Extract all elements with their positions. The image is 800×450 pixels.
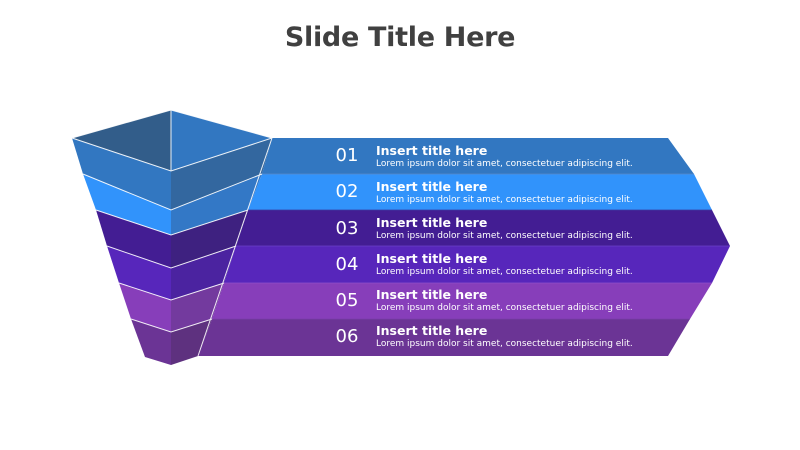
item-title: Insert title here bbox=[376, 323, 488, 338]
item-number: 03 bbox=[335, 218, 359, 239]
funnel-top-right bbox=[171, 110, 272, 171]
item-title: Insert title here bbox=[376, 143, 488, 158]
slide-title: Slide Title Here bbox=[284, 22, 516, 53]
band-5 bbox=[212, 283, 712, 319]
band-1 bbox=[262, 138, 694, 174]
item-title: Insert title here bbox=[376, 179, 488, 194]
item-description: Lorem ipsum dolor sit amet, consectetuer… bbox=[376, 339, 633, 349]
banner-bands bbox=[198, 138, 730, 356]
item-title: Insert title here bbox=[376, 251, 488, 266]
item-number: 05 bbox=[335, 290, 359, 311]
item-number: 04 bbox=[335, 254, 359, 275]
item-description: Lorem ipsum dolor sit amet, consectetuer… bbox=[376, 195, 633, 205]
funnel bbox=[71, 109, 273, 365]
item-description: Lorem ipsum dolor sit amet, consectetuer… bbox=[376, 303, 633, 313]
item-title: Insert title here bbox=[376, 215, 488, 230]
item-description: Lorem ipsum dolor sit amet, consectetuer… bbox=[376, 267, 633, 277]
band-3 bbox=[236, 210, 730, 246]
item-number: 02 bbox=[335, 181, 359, 202]
band-4 bbox=[224, 246, 730, 283]
item-number: 06 bbox=[335, 326, 359, 347]
item-number: 01 bbox=[335, 145, 359, 166]
band-2 bbox=[248, 174, 712, 210]
item-description: Lorem ipsum dolor sit amet, consectetuer… bbox=[376, 231, 633, 241]
item-title: Insert title here bbox=[376, 287, 488, 302]
band-6 bbox=[198, 319, 690, 356]
item-description: Lorem ipsum dolor sit amet, consectetuer… bbox=[376, 159, 633, 169]
funnel-top-left bbox=[72, 110, 171, 171]
